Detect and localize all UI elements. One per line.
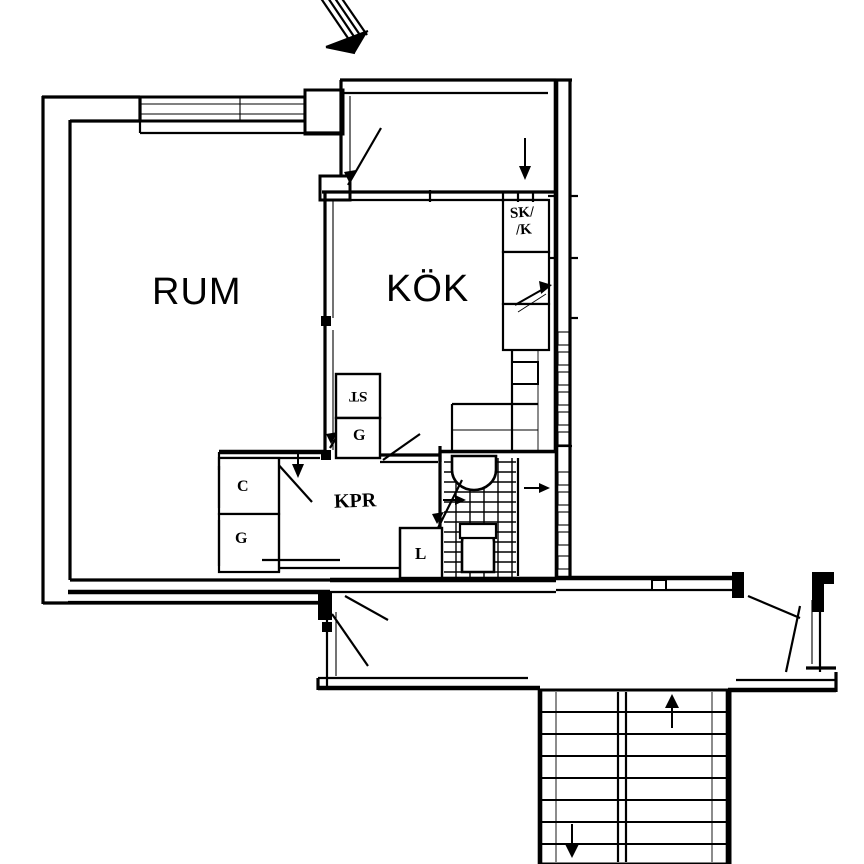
chimney-flue-blocks	[548, 194, 578, 570]
flow-direction-arrow-icon	[292, 452, 304, 478]
annotation-closet-sk: SK/	[509, 204, 535, 222]
flow-direction-arrow-icon	[524, 483, 550, 493]
annotation-korridor: KPR	[333, 489, 377, 513]
staircase-main	[537, 688, 732, 864]
stair-up-arrow-icon	[665, 694, 679, 728]
room-label-kok: KÖK	[386, 268, 470, 310]
room-kok-walls	[321, 192, 334, 460]
annotation-closet-c-hall: C	[237, 478, 249, 495]
room-l-closet	[398, 526, 444, 580]
door-swing-icon	[344, 127, 382, 186]
north-arrow-icon	[320, 0, 369, 55]
room-label-rum: RUM	[152, 271, 242, 313]
door-swing-icon	[331, 594, 802, 673]
window-rum-north	[138, 95, 307, 135]
bottom-corridor-walls	[68, 572, 838, 693]
door-swing-icon	[432, 479, 463, 529]
toilet-fixture	[458, 522, 498, 574]
bathtub-fixture	[450, 454, 498, 492]
annotation-closet-g-kitchen: G	[353, 427, 366, 444]
annotation-bath-l: L	[415, 544, 427, 563]
annotation-closet-st: ST	[349, 388, 368, 404]
entry-hall-walls	[318, 78, 556, 202]
annotation-closet-g-hall: G	[235, 530, 248, 547]
closet-c-g	[217, 456, 340, 574]
flow-direction-arrow-icon	[519, 138, 531, 180]
closet-sk-k	[501, 192, 551, 352]
bathroom	[438, 450, 558, 580]
wall-jog-top-left	[303, 88, 345, 136]
door-swing-icon	[275, 433, 421, 503]
construction-marks	[217, 444, 572, 470]
stair-down-arrow-icon	[565, 824, 579, 858]
closet-st-g	[334, 372, 382, 460]
annotation-closet-k: /K	[515, 221, 533, 239]
flow-direction-arrow-icon	[514, 281, 552, 313]
